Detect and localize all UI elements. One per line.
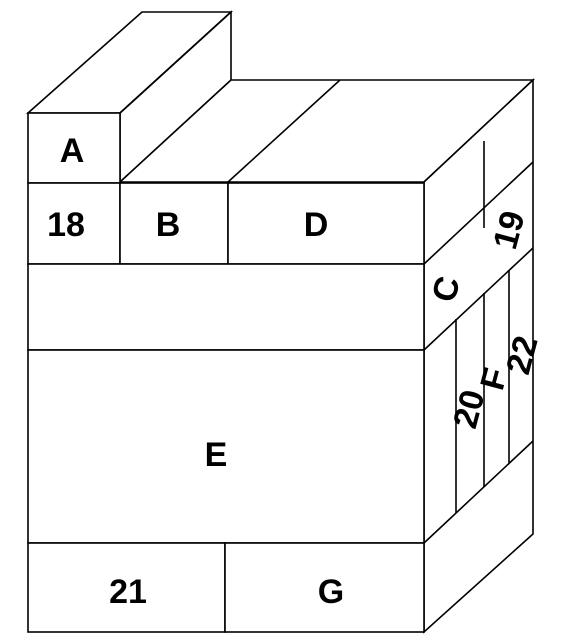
label-18: 18: [47, 206, 85, 244]
right-divider-upper: [423, 161, 534, 265]
front-face: [27, 112, 425, 633]
right-divider-lower: [423, 440, 534, 544]
right-divider-mid: [423, 247, 534, 351]
label-d: D: [304, 206, 329, 244]
top-faces: [25, 10, 536, 184]
front-block-d: [227, 182, 425, 265]
label-e: E: [205, 436, 228, 474]
label-b: B: [156, 206, 181, 244]
front-block-a: [27, 112, 121, 184]
front-block-e: [27, 349, 425, 544]
label-a: A: [60, 132, 85, 170]
front-block-c: [27, 263, 425, 351]
labels: A 18 B D E 21 G C 19 20 F 22: [47, 132, 546, 611]
front-block-21: [27, 542, 226, 633]
label-22: 22: [499, 332, 545, 378]
label-g: G: [318, 573, 344, 611]
front-block-18: [27, 182, 121, 265]
label-21: 21: [109, 573, 147, 611]
front-block-g: [224, 542, 425, 633]
top-divider-b-d: [227, 79, 341, 183]
top-ridge-a: [119, 11, 232, 114]
